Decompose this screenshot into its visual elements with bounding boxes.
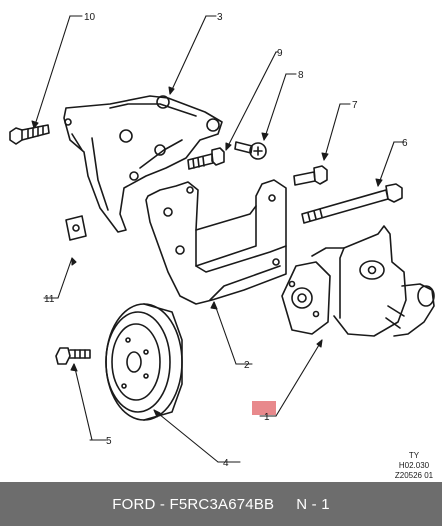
callout-3: 3	[217, 12, 223, 23]
exploded-parts-diagram: 10 3 9 8 7 6 11 2 1 5 4 TY H02.030 Z2052…	[9, 12, 435, 480]
part-footer-bar: FORD - F5RC3A674BB N - 1	[0, 482, 442, 526]
part-number-label: FORD - F5RC3A674BB	[112, 495, 275, 513]
long-bolt-6-part	[301, 183, 403, 224]
callout-2: 2	[244, 360, 250, 371]
clip-nut-part	[65, 215, 87, 241]
drawing-ref-line2: H02.030	[399, 461, 430, 470]
pulley-part	[105, 303, 183, 421]
callout-1: 1	[264, 412, 270, 423]
callout-11: 11	[44, 294, 55, 305]
callout-4: 4	[223, 458, 229, 469]
callout-9: 9	[277, 48, 283, 59]
drawing-ref-line3: Z20526 01	[395, 471, 434, 480]
highlight-marker	[252, 401, 276, 415]
quantity-label: N - 1	[296, 495, 330, 513]
steering-pump-part	[281, 225, 435, 337]
bolt-5-part	[55, 347, 91, 365]
callout-7: 7	[352, 100, 358, 111]
bolt-10-part	[9, 124, 50, 145]
drawing-ref-line1: TY	[409, 451, 420, 460]
pump-bracket-part	[145, 179, 287, 305]
mounting-bracket-part	[63, 95, 223, 233]
callout-5: 5	[106, 436, 112, 447]
callout-labels: 10 3 9 8 7 6 11 2 1 5 4	[44, 12, 408, 469]
bolt-7-part	[293, 165, 328, 186]
screw-8-part	[234, 141, 267, 160]
callout-6: 6	[402, 138, 408, 149]
bolt-9-part	[187, 147, 225, 170]
drawing-reference: TY H02.030 Z20526 01	[395, 451, 434, 480]
leader-lines	[31, 15, 405, 463]
callout-10: 10	[84, 12, 96, 23]
callout-8: 8	[298, 70, 304, 81]
